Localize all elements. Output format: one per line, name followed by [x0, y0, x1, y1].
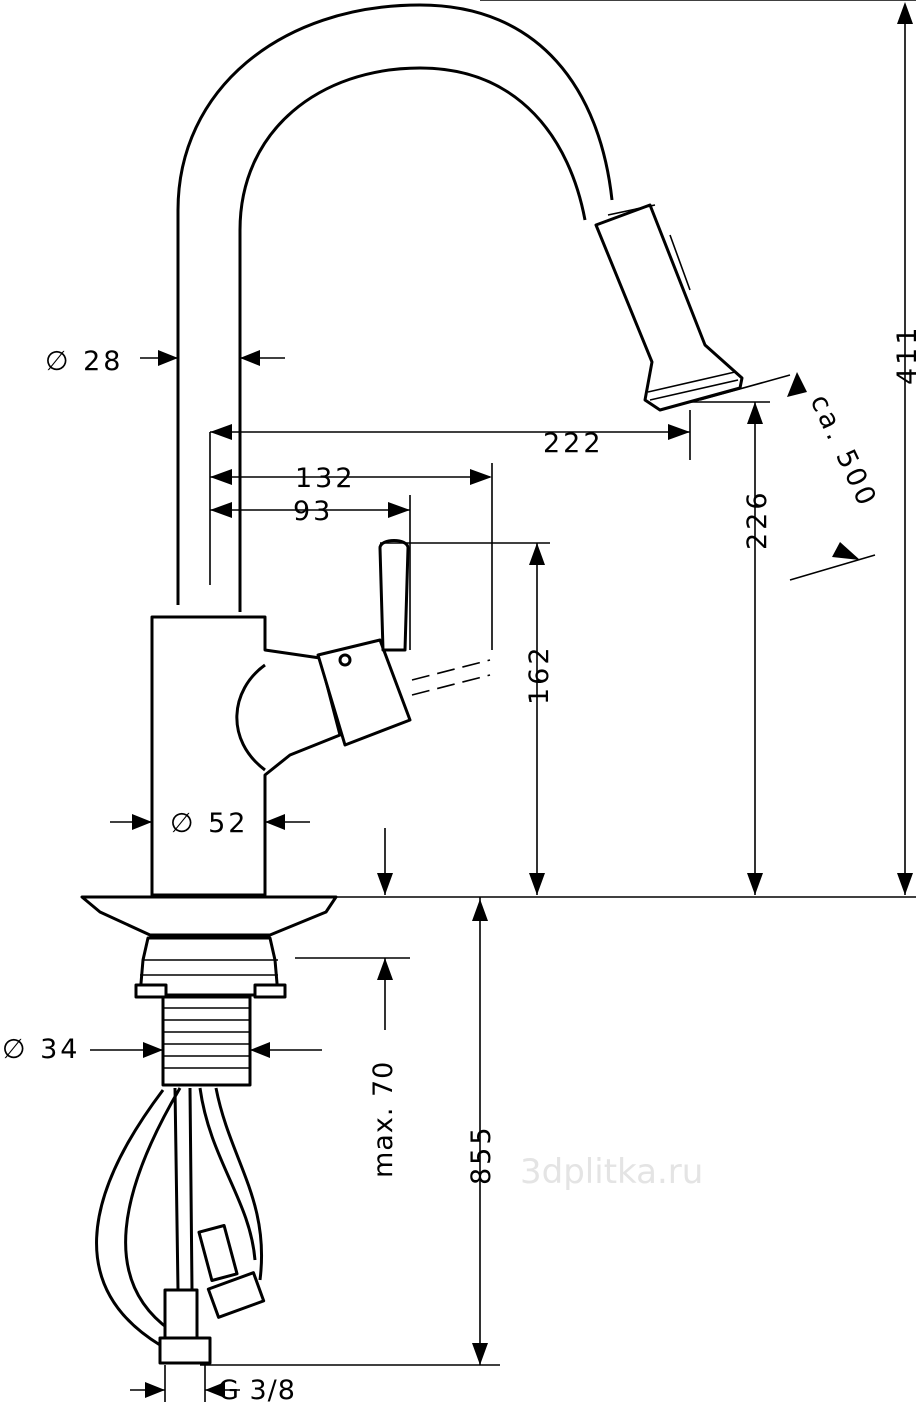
- base-plate: [80, 895, 338, 937]
- dimension-labels: ∅ 28 222 132 93 162 226 411 ca. 500 ∅ 52…: [2, 324, 916, 1402]
- spout: [176, 3, 614, 612]
- label-handle-reach: 132: [295, 463, 356, 494]
- label-max-deck-thickness: max. 70: [368, 1061, 399, 1178]
- threaded-shank: [161, 995, 252, 1087]
- label-handle-height: 162: [524, 644, 555, 705]
- label-shank-diameter: ∅ 34: [2, 1034, 80, 1065]
- label-spout-diameter: ∅ 28: [45, 346, 123, 377]
- spray-head: [594, 203, 744, 412]
- label-spout-reach: 222: [543, 428, 604, 459]
- dimension-lines: [90, 0, 916, 1402]
- handle-base: [316, 638, 412, 747]
- label-total-height: 411: [892, 324, 916, 385]
- body: [150, 615, 342, 897]
- handle-lever: [378, 539, 410, 652]
- hoses: [95, 1087, 264, 1347]
- faucet-outline: [80, 3, 744, 1365]
- label-hose-length: 855: [466, 1124, 497, 1185]
- handle-alt-position: [411, 659, 491, 696]
- label-spout-outlet-height: 226: [742, 489, 773, 550]
- hose-fitting-1: [163, 1288, 199, 1342]
- watermark: 3dplitka.ru: [520, 1152, 703, 1192]
- label-body-diameter: ∅ 52: [170, 808, 248, 839]
- label-connection-thread: G 3/8: [218, 1375, 296, 1402]
- body-cutout: [235, 663, 266, 772]
- label-handle-offset: 93: [293, 496, 333, 527]
- label-hose-extension: ca. 500: [804, 390, 883, 513]
- hose-nut: [158, 1336, 212, 1365]
- hose-fitting-2: [206, 1271, 266, 1319]
